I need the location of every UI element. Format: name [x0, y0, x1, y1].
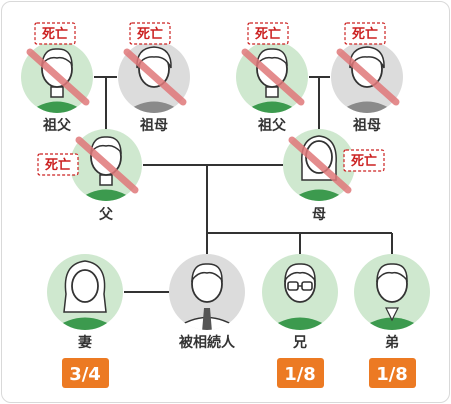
- maternal-grandmother: 死亡 祖母: [331, 22, 403, 134]
- paternal-grandmother: 死亡 祖母: [118, 22, 190, 134]
- younger-brother: 弟 1/8: [354, 254, 430, 388]
- deceased-label: 死亡: [351, 153, 377, 169]
- inheritance-share-badge: 1/8: [369, 358, 416, 388]
- person-label: 弟: [385, 334, 399, 351]
- person-icon: [122, 46, 186, 113]
- person-label: 祖父: [257, 117, 287, 134]
- deceased-label: 死亡: [255, 26, 281, 42]
- deceased-cross-mark: [241, 48, 305, 106]
- father: 死亡 父: [37, 129, 142, 223]
- deceased-label: 死亡: [137, 26, 163, 42]
- paternal-grandfather: 死亡 祖父: [21, 22, 93, 134]
- deceased-badge: 死亡: [247, 22, 289, 45]
- maternal-grandfather: 死亡 祖父: [236, 22, 308, 134]
- deceased-cross-mark: [288, 136, 352, 194]
- deceased-cross-mark: [26, 48, 90, 106]
- decedent: 被相続人: [169, 254, 245, 351]
- person-label: 祖父: [42, 117, 72, 134]
- deceased-label: 死亡: [352, 26, 378, 42]
- deceased-label: 死亡: [42, 26, 68, 42]
- deceased-badge: 死亡: [129, 22, 171, 45]
- share-fraction: 1/8: [376, 364, 408, 385]
- deceased-cross-mark: [75, 136, 139, 194]
- deceased-badge: 死亡: [34, 22, 76, 45]
- person-label: 母: [312, 207, 326, 223]
- spouse: 妻 3/4: [47, 254, 123, 388]
- deceased-badge: 死亡: [37, 153, 79, 176]
- deceased-cross-mark: [123, 48, 187, 106]
- mother: 死亡 母: [283, 129, 385, 223]
- connector-lines: [94, 76, 393, 293]
- person-label: 兄: [292, 335, 307, 351]
- glasses-icon: [287, 281, 313, 291]
- person-label: 父: [98, 207, 114, 223]
- older-brother: 兄 1/8: [262, 254, 338, 388]
- person-label: 妻: [78, 334, 92, 351]
- deceased-label: 死亡: [45, 157, 71, 173]
- share-fraction: 3/4: [69, 364, 101, 385]
- person-label: 祖母: [139, 117, 168, 134]
- person-label: 被相続人: [179, 334, 236, 351]
- deceased-badge: 死亡: [344, 22, 386, 45]
- deceased-cross-mark: [336, 48, 400, 106]
- inheritance-share-badge: 3/4: [62, 358, 109, 388]
- deceased-badge: 死亡: [343, 149, 385, 172]
- share-fraction: 1/8: [284, 364, 316, 385]
- inheritance-share-badge: 1/8: [277, 358, 324, 388]
- person-label: 祖母: [352, 117, 381, 134]
